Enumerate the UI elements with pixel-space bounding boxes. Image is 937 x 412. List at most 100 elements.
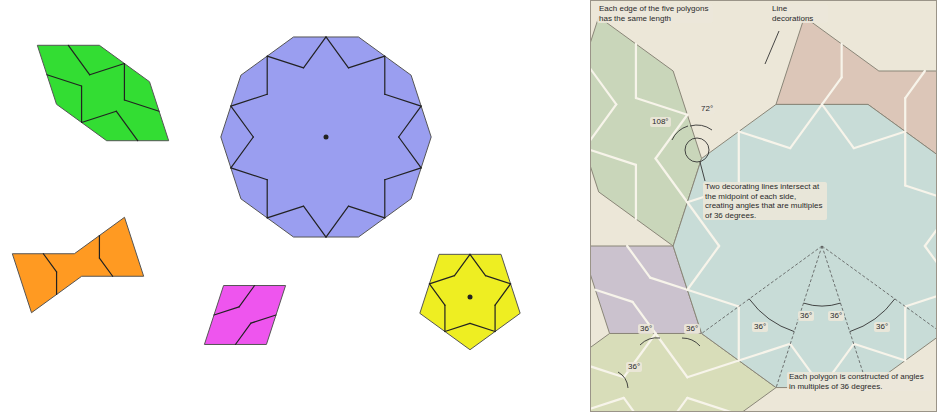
tile-outline xyxy=(204,286,285,345)
decoration-line xyxy=(326,206,348,237)
annotation-lines xyxy=(618,31,937,388)
decoration-line xyxy=(925,202,937,246)
angle-label: 36° xyxy=(798,311,814,321)
decoration-line xyxy=(47,75,82,86)
decoration-line xyxy=(239,286,255,307)
tiling-plate xyxy=(590,17,937,412)
decoration-line xyxy=(429,284,445,305)
decoration-line xyxy=(445,323,470,331)
note-text: Line decorations xyxy=(770,4,828,23)
decoration-line xyxy=(348,56,384,68)
decoration-line xyxy=(790,104,822,148)
decoration-line xyxy=(385,94,421,106)
angle-arc xyxy=(672,126,688,140)
leader-line xyxy=(765,31,779,64)
decoration-line xyxy=(214,307,239,315)
angle-label: 36° xyxy=(828,311,844,321)
tile-outline xyxy=(37,45,168,140)
decoration-line xyxy=(635,165,637,219)
decoration-line xyxy=(429,276,454,284)
decoration-line xyxy=(590,361,624,378)
decoration-line xyxy=(656,159,688,203)
decoration-line xyxy=(124,100,159,111)
decoration-line xyxy=(326,37,348,68)
decoration-line xyxy=(687,246,719,290)
decoration-line xyxy=(904,306,906,360)
decoration-line xyxy=(82,111,117,122)
decoration-line xyxy=(231,94,267,106)
leader-line xyxy=(700,162,705,181)
decoration-line xyxy=(624,398,656,412)
decoration-line xyxy=(267,56,303,68)
decoration-line xyxy=(687,361,738,378)
decoration-line xyxy=(99,236,100,259)
decoration-line xyxy=(905,290,937,307)
angle-arc xyxy=(690,125,712,130)
tile-set xyxy=(12,37,520,350)
decoration-line xyxy=(267,206,303,218)
decoration-line xyxy=(81,86,82,122)
decoration-line xyxy=(905,186,937,203)
angle-label: 36° xyxy=(684,324,700,334)
decoration-line xyxy=(738,306,740,360)
decoration-line xyxy=(90,64,125,75)
decoration-line xyxy=(854,344,905,361)
decoration-line xyxy=(904,131,906,185)
decoration-line xyxy=(905,71,925,98)
decoration-line xyxy=(738,131,740,185)
tile-outline xyxy=(221,37,431,237)
center-dot xyxy=(468,295,473,300)
decoration-line xyxy=(56,272,57,295)
note-text: Each polygon is constructed of angles in… xyxy=(787,372,933,391)
tile-outline xyxy=(420,254,520,349)
decoration-line xyxy=(304,206,326,237)
decoration-line xyxy=(304,37,326,68)
decoration-line xyxy=(925,246,937,290)
decoration-line xyxy=(854,131,905,148)
decoration-line xyxy=(444,305,445,331)
decoration-line xyxy=(656,398,688,412)
decoration-line xyxy=(590,61,616,105)
decoration-line xyxy=(739,131,790,148)
decoration-line xyxy=(116,111,137,140)
angle-arc xyxy=(682,338,700,346)
angle-label: 72° xyxy=(699,104,715,114)
tile-outline xyxy=(673,104,937,387)
decoration-line xyxy=(590,104,616,148)
decoration-line xyxy=(68,45,89,74)
decoration-line xyxy=(470,323,495,331)
angle-label: 36° xyxy=(874,322,890,332)
girih-tile xyxy=(673,104,937,387)
decoration-line xyxy=(385,168,421,180)
decoration-line xyxy=(494,305,495,331)
decoration-line xyxy=(822,104,854,148)
angle-arc xyxy=(618,372,628,388)
decoration-line xyxy=(687,398,738,412)
girih-tile xyxy=(37,45,168,140)
girih-tile xyxy=(204,286,285,345)
decoration-line xyxy=(124,64,125,100)
decoration-line xyxy=(841,44,843,77)
angle-label: 108° xyxy=(650,117,671,127)
decoration-line xyxy=(384,56,385,94)
angle-arc xyxy=(850,299,895,332)
decoration-line xyxy=(99,258,112,276)
decoration-line xyxy=(399,106,421,137)
angle-label: 36° xyxy=(752,322,768,332)
decoration-line xyxy=(267,56,268,94)
decoration-line xyxy=(231,106,253,137)
decoration-line xyxy=(267,180,268,218)
decoration-line xyxy=(650,278,687,290)
decoration-line xyxy=(739,344,790,361)
center-dot xyxy=(324,135,329,140)
decoration-line xyxy=(904,98,906,131)
plate-border xyxy=(591,1,937,412)
decoration-line xyxy=(455,254,471,275)
angle-label: 36° xyxy=(638,324,654,334)
girih-tile xyxy=(221,37,431,237)
decoration-line xyxy=(495,284,511,305)
decoration-line xyxy=(595,290,632,302)
decoration-line xyxy=(486,276,511,284)
decoration-line xyxy=(624,333,656,377)
angle-label: 36° xyxy=(626,362,642,372)
